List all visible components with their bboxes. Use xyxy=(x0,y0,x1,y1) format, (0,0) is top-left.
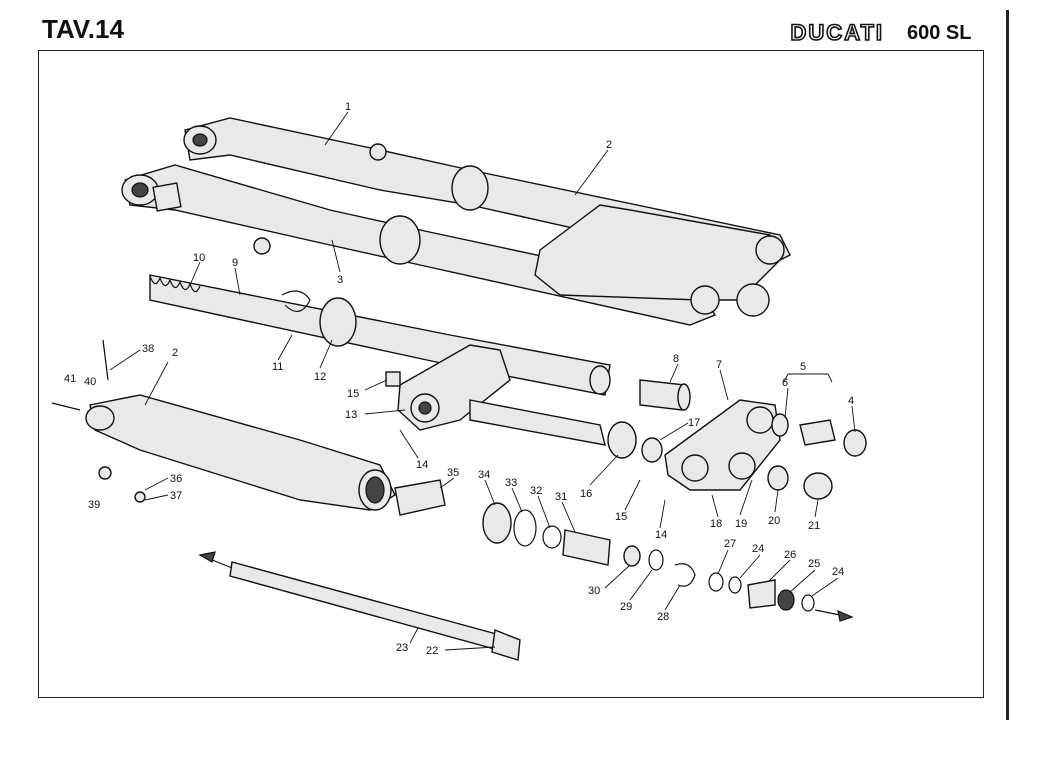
brand-logo: DUCATI xyxy=(790,19,884,46)
callout-label: 1 xyxy=(345,101,351,113)
callout-label: 29 xyxy=(620,601,632,613)
callout-label: 26 xyxy=(784,549,796,561)
callout-label: 40 xyxy=(84,376,96,388)
callout-label: 38 xyxy=(142,343,154,355)
callout-label: 39 xyxy=(88,499,100,511)
callout-label: 2 xyxy=(172,347,178,359)
callout-label: 4 xyxy=(848,395,854,407)
callout-label: 11 xyxy=(272,361,283,373)
callout-label: 34 xyxy=(478,469,490,481)
callout-label: 6 xyxy=(782,377,788,389)
callout-label: 8 xyxy=(673,353,679,365)
callout-label: 35 xyxy=(447,467,459,479)
callout-label: 32 xyxy=(530,485,542,497)
callout-label: 22 xyxy=(426,645,438,657)
callout-label: 24 xyxy=(832,566,844,578)
callout-label: 9 xyxy=(232,257,238,269)
callout-label: 23 xyxy=(396,642,408,654)
assembled-lower-triple-clamp xyxy=(534,204,785,317)
model-name: 600 SL xyxy=(907,22,972,44)
fork-slider xyxy=(51,339,446,516)
damper-parts xyxy=(482,502,815,612)
callout-label: 10 xyxy=(193,252,205,264)
callout-label: 7 xyxy=(716,359,722,371)
callout-labels: 1 2 3 10 9 11 12 38 2 41 40 15 13 8 7 5 … xyxy=(64,101,854,657)
callout-label: 30 xyxy=(588,585,600,597)
callout-label: 21 xyxy=(808,520,820,532)
callout-label: 18 xyxy=(710,518,722,530)
callout-label: 28 xyxy=(657,611,669,623)
callout-label: 41 xyxy=(64,373,76,385)
spacer-tube xyxy=(639,379,691,411)
callout-label: 12 xyxy=(314,371,326,383)
callout-label: 25 xyxy=(808,558,820,570)
binding-edge xyxy=(1006,10,1009,720)
callout-label: 33 xyxy=(505,477,517,489)
callout-label: 16 xyxy=(580,488,592,500)
fork-tube-with-spring xyxy=(149,274,611,396)
callout-label: 3 xyxy=(337,274,343,286)
callout-label: 31 xyxy=(555,491,567,503)
callout-label: 15 xyxy=(615,511,627,523)
callout-label: 14 xyxy=(416,459,428,471)
plate-number: TAV.14 xyxy=(42,14,124,44)
callout-label: 2 xyxy=(606,139,612,151)
brand-wordmark: DUCATI xyxy=(790,19,884,46)
steering-stem xyxy=(469,399,606,446)
callout-label: 5 xyxy=(800,361,806,373)
callout-label: 24 xyxy=(752,543,764,555)
lower-triple-clamp xyxy=(664,399,781,491)
callout-label: 36 xyxy=(170,473,182,485)
diagram-frame xyxy=(38,50,984,698)
callout-label: 17 xyxy=(688,417,700,429)
upper-triple-clamp xyxy=(385,344,511,431)
callout-label: 14 xyxy=(655,529,667,541)
callout-label: 13 xyxy=(345,409,357,421)
wheel-axle xyxy=(198,551,854,661)
callout-label: 20 xyxy=(768,515,780,527)
callout-label: 15 xyxy=(347,388,359,400)
washers-and-seals-right xyxy=(607,413,867,500)
leader-lines xyxy=(109,111,856,651)
callout-label: 37 xyxy=(170,490,182,502)
callout-label: 19 xyxy=(735,518,747,530)
callout-label: 27 xyxy=(724,538,736,550)
